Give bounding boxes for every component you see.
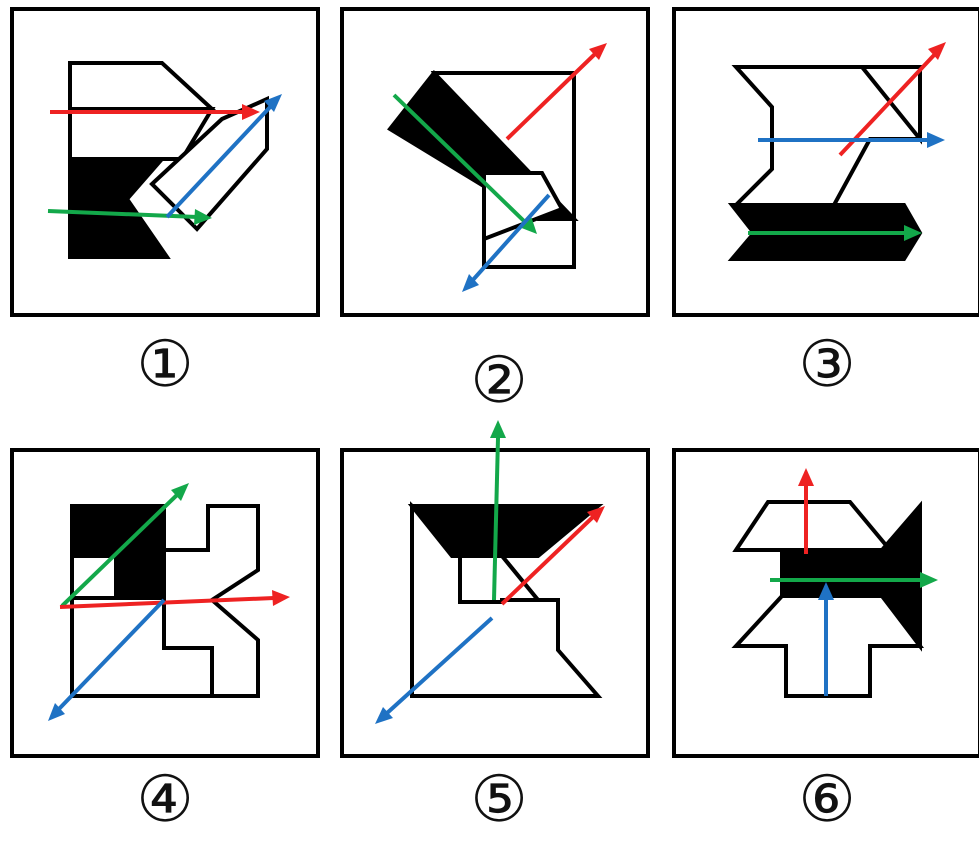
green-arrow [47,209,212,225]
green-arrow [748,225,922,241]
blue-arrow [462,193,551,292]
red-arrow [500,506,605,606]
red-arrow [505,43,607,141]
panel-2: ② [340,7,650,413]
panel-6: ⑥ [672,448,979,832]
figure-6 [672,448,979,758]
figure-2 [340,7,650,317]
red-arrow [50,104,260,120]
small-box [482,171,565,242]
black-trapezoid [407,504,604,558]
panel-label-6: ⑥ [798,763,856,837]
blue-arrow [165,94,282,219]
panel-label-4: ④ [136,763,194,837]
figure-1 [10,7,320,317]
red-arrow [798,468,814,554]
panel-label-1: ① [136,328,194,402]
blue-arrow [818,582,834,696]
panel-label-2: ② [470,344,528,418]
red-arrow [59,590,290,609]
panel-4: ④ [10,448,320,832]
figure-3 [672,7,979,317]
blue-arrow [48,598,166,721]
panel-5: ⑤ [340,420,650,832]
blue-arrow [375,616,494,724]
green-arrow [770,572,938,588]
black-shape [68,157,171,259]
panel-label-5: ⑤ [470,763,528,837]
green-arrow [490,420,506,601]
green-arrow [60,483,189,608]
figure-4 [10,448,320,758]
green-arrow [392,93,537,234]
figure-5 [340,420,650,758]
panel-label-3: ③ [798,328,856,402]
diagonal-band [149,95,269,232]
panel-1: ① [10,7,320,397]
blue-arrow [758,132,945,148]
panel-3: ③ [672,7,979,397]
frame [10,7,320,317]
